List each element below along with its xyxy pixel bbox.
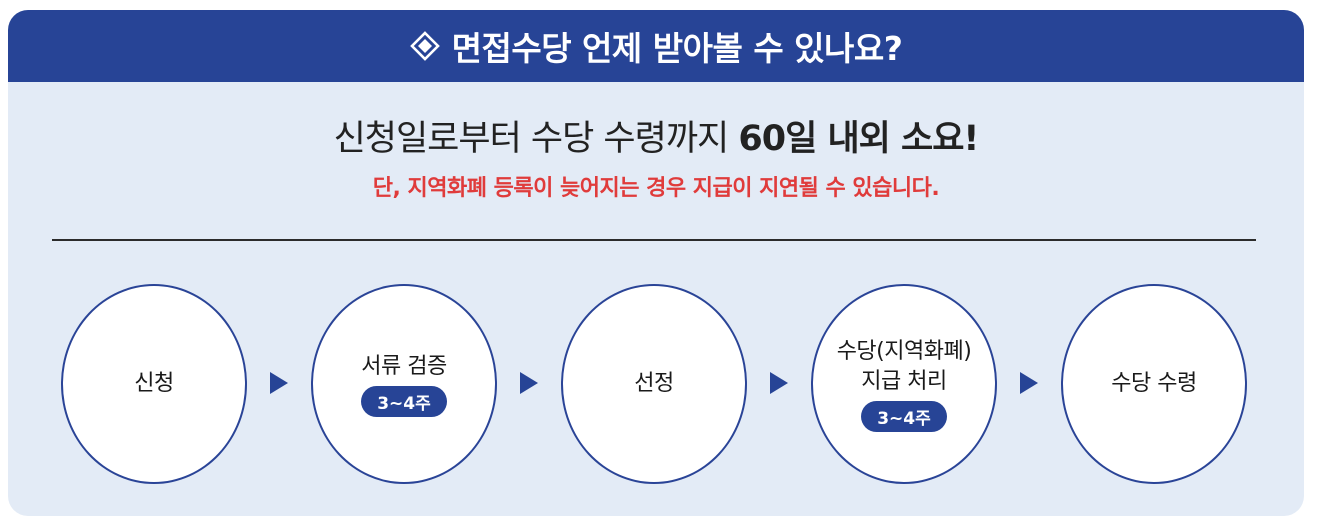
step-label: 수당(지역화폐) xyxy=(836,338,972,364)
step-label: 지급 처리 xyxy=(861,368,947,394)
step-label: 선정 xyxy=(634,371,674,396)
arrow-right-icon xyxy=(1020,372,1038,394)
info-card: 면접수당 언제 받아볼 수 있나요? 신청일로부터 수당 수령까지 60일 내외… xyxy=(8,10,1304,516)
divider xyxy=(52,239,1256,241)
duration-badge: 3~4주 xyxy=(861,400,947,432)
headline-emphasis: 60일 내외 소요! xyxy=(738,119,979,159)
diamond-icon xyxy=(409,31,440,61)
header-bar: 면접수당 언제 받아볼 수 있나요? xyxy=(8,10,1304,82)
step-label: 수당 수령 xyxy=(1111,371,1197,396)
step-document-review: 서류 검증 3~4주 xyxy=(311,284,497,484)
headline-text: 신청일로부터 수당 수령까지 xyxy=(333,119,739,159)
header-title: 면접수당 언제 받아볼 수 있나요? xyxy=(451,29,903,68)
process-flow: 신청 서류 검증 3~4주 선정 수당(지역화폐) 지급 처리 3~4주 수당 … xyxy=(8,284,1304,484)
headline: 신청일로부터 수당 수령까지 60일 내외 소요! xyxy=(8,110,1304,161)
header-content: 면접수당 언제 받아볼 수 있나요? xyxy=(409,22,903,70)
step-apply: 신청 xyxy=(61,284,247,484)
arrow-right-icon xyxy=(270,372,288,394)
step-label: 신청 xyxy=(134,371,174,396)
step-payment-processing: 수당(지역화폐) 지급 처리 3~4주 xyxy=(811,284,997,484)
arrow-right-icon xyxy=(770,372,788,394)
delay-note: 단, 지역화폐 등록이 늦어지는 경우 지급이 지연될 수 있습니다. xyxy=(372,176,940,201)
step-receive-allowance: 수당 수령 xyxy=(1061,284,1247,484)
step-label: 서류 검증 xyxy=(361,353,447,379)
duration-badge: 3~4주 xyxy=(361,385,447,417)
arrow-right-icon xyxy=(520,372,538,394)
step-selection: 선정 xyxy=(561,284,747,484)
